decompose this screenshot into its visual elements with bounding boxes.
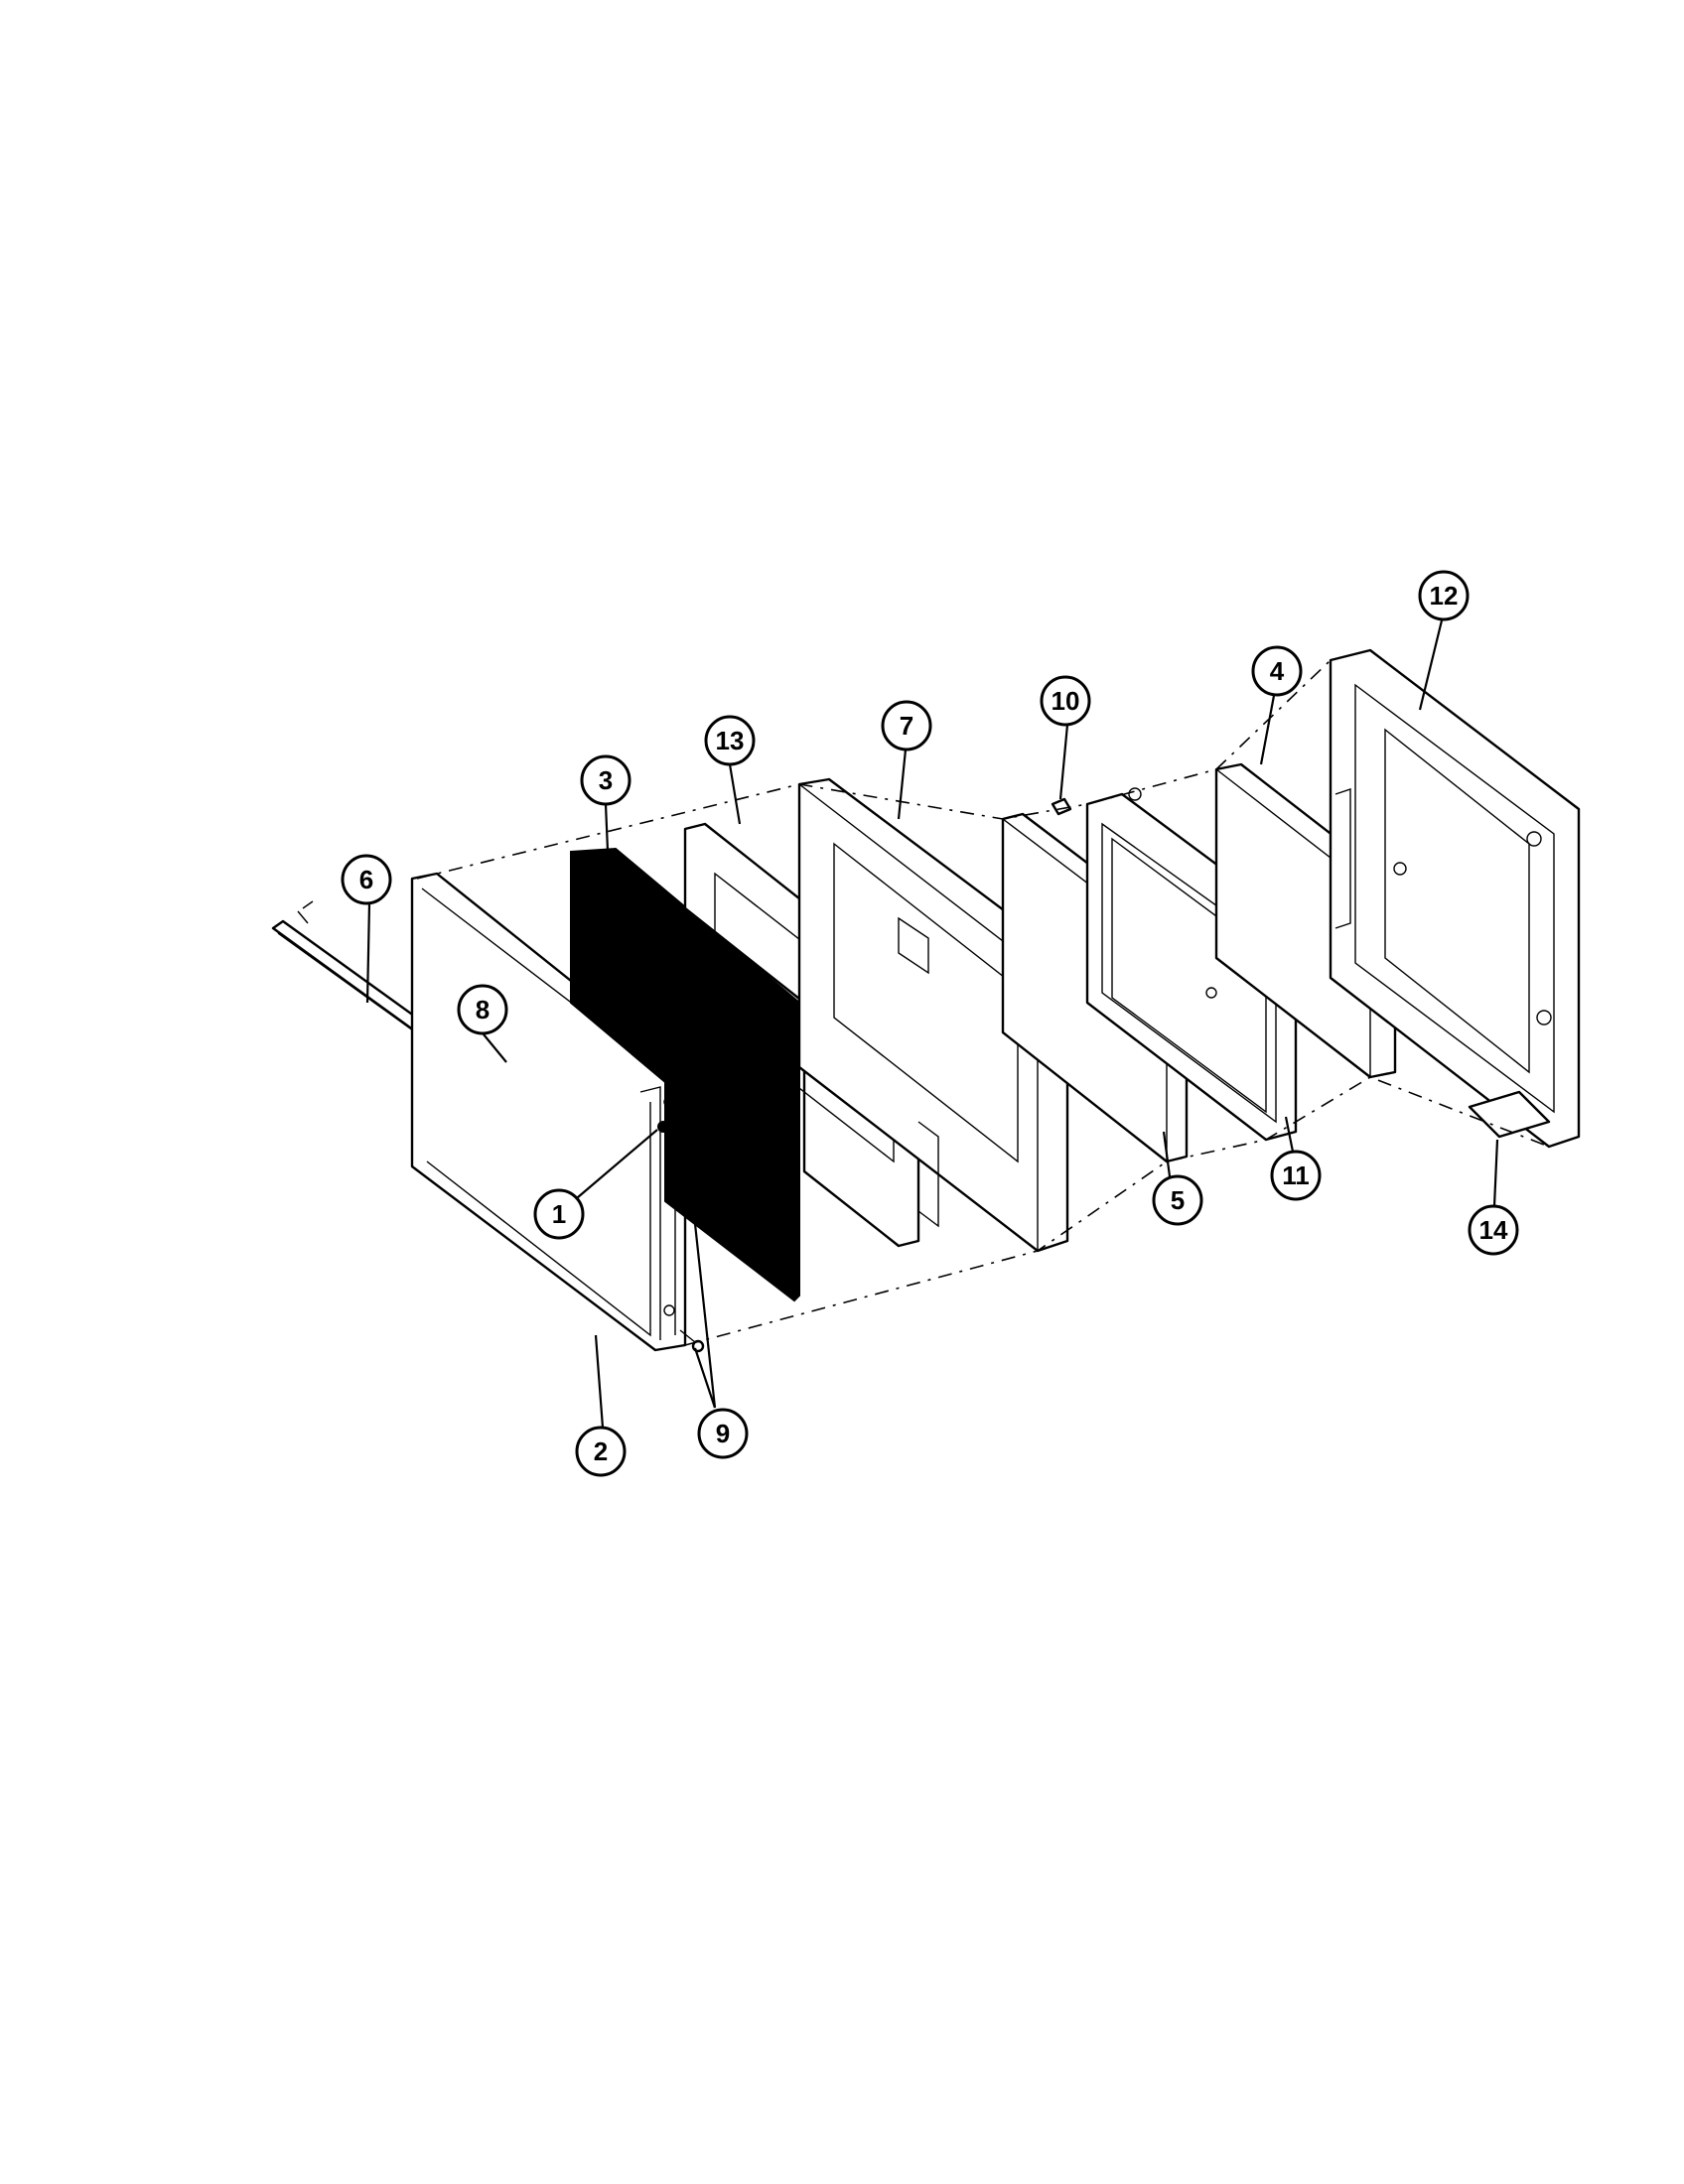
callout-5: 5 xyxy=(1152,1174,1203,1226)
callout-5-label: 5 xyxy=(1171,1185,1185,1215)
part-9-screws xyxy=(679,1110,705,1353)
callout-6: 6 xyxy=(341,854,392,905)
callout-7-label: 7 xyxy=(900,711,913,741)
callout-4-label: 4 xyxy=(1270,656,1285,686)
callout-1-label: 1 xyxy=(552,1199,566,1229)
callout-2: 2 xyxy=(575,1426,627,1477)
callout-11-label: 11 xyxy=(1282,1160,1310,1190)
callout-2-label: 2 xyxy=(594,1436,608,1466)
part-12-inner-liner xyxy=(1329,648,1581,1149)
callout-12-label: 12 xyxy=(1430,581,1459,611)
callout-8: 8 xyxy=(457,984,508,1035)
callout-4: 4 xyxy=(1251,645,1303,697)
callout-8-label: 8 xyxy=(476,995,490,1024)
callout-6-label: 6 xyxy=(359,865,373,894)
callout-11: 11 xyxy=(1270,1150,1322,1201)
part-14-bottom-trim xyxy=(1468,1090,1551,1139)
callout-14-label: 14 xyxy=(1479,1215,1508,1245)
leader-lines xyxy=(365,619,1499,1429)
part-1-screw xyxy=(657,1121,669,1133)
callout-12: 12 xyxy=(1418,570,1470,621)
callout-13: 13 xyxy=(704,715,756,766)
callout-9: 9 xyxy=(697,1408,749,1459)
callout-10-label: 10 xyxy=(1052,686,1080,716)
callout-3-label: 3 xyxy=(599,765,613,795)
callout-7: 7 xyxy=(881,700,932,751)
part-3-dark-glass-panel xyxy=(570,847,800,1302)
part-10-clip xyxy=(1051,797,1072,816)
callout-3: 3 xyxy=(580,754,632,806)
callout-13-label: 13 xyxy=(716,726,745,755)
callout-1: 1 xyxy=(533,1188,585,1240)
callout-14: 14 xyxy=(1468,1204,1519,1256)
callout-10: 10 xyxy=(1040,675,1091,727)
part-7-inner-door-panel xyxy=(797,777,1069,1253)
callout-9-label: 9 xyxy=(716,1419,730,1448)
